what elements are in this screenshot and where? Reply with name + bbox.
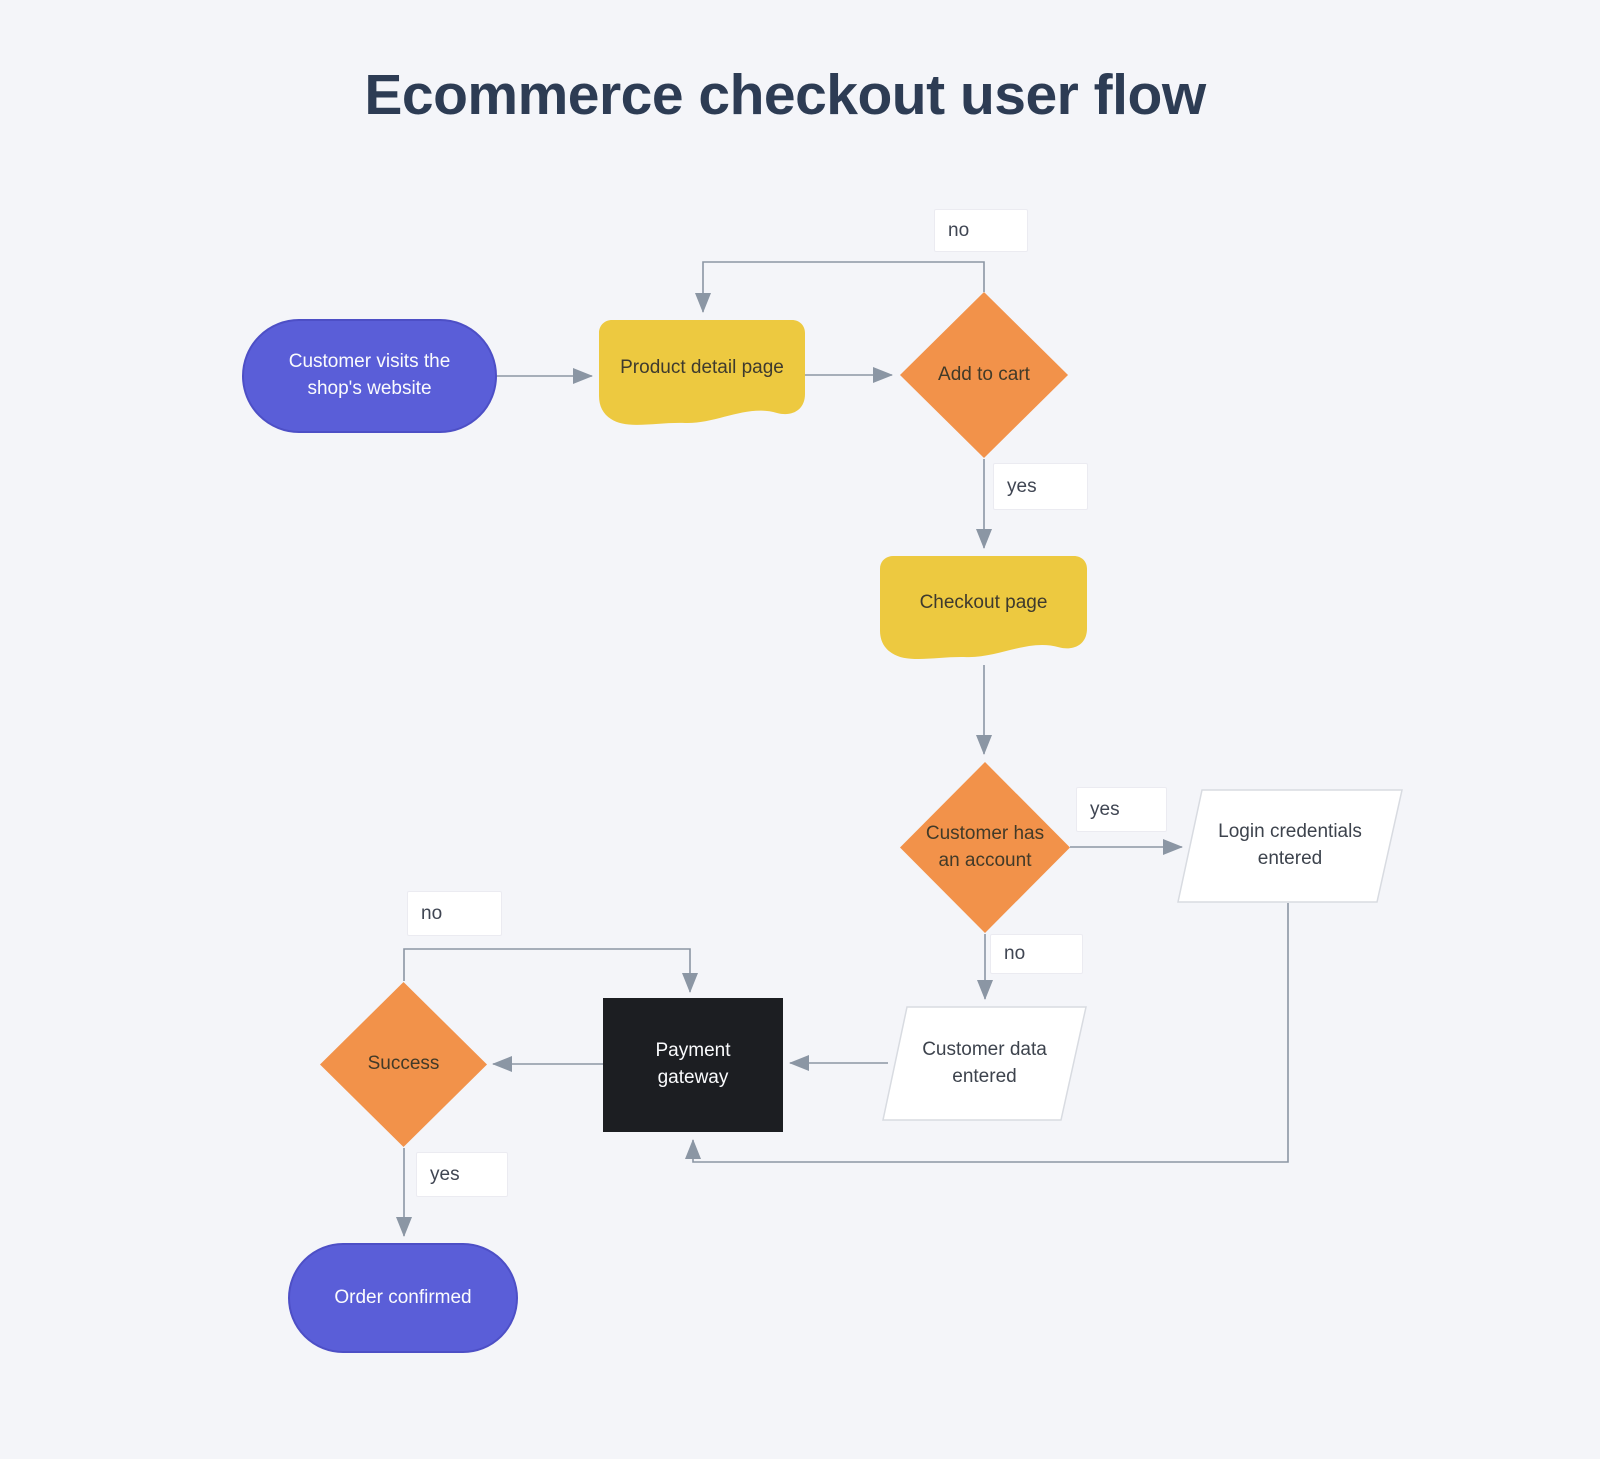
parallelogram-shape-icon bbox=[882, 1006, 1087, 1121]
node-product-detail-page-label: Product detail page bbox=[620, 356, 784, 378]
edge-success-no-loop bbox=[403, 948, 698, 993]
edge-label-has-account-yes: yes bbox=[1076, 787, 1167, 832]
document-shape-icon bbox=[880, 556, 1087, 659]
edge-label-success-no: no bbox=[407, 891, 502, 936]
edge-add-to-cart-no-loop bbox=[695, 261, 985, 313]
edge-label-has-account-no: no bbox=[990, 934, 1083, 974]
node-login-credentials-label: Login credentials entered bbox=[1218, 821, 1362, 869]
node-success-label: Success bbox=[367, 1053, 440, 1075]
node-product-detail-page: Product detail page bbox=[599, 320, 805, 430]
node-customer-data-label: Customer data entered bbox=[922, 1038, 1047, 1087]
edge-label-success-yes: yes bbox=[416, 1152, 508, 1197]
node-order-confirmed-label: Order confirmed bbox=[334, 1286, 472, 1308]
document-shape-icon bbox=[599, 320, 805, 425]
node-customer-visits: Customer visits the shop's website bbox=[242, 319, 497, 433]
node-order-confirmed: Order confirmed bbox=[288, 1243, 518, 1353]
node-checkout-page-label: Checkout page bbox=[919, 591, 1048, 613]
node-customer-has-account-label: Customer has an account bbox=[925, 822, 1045, 871]
edge-label-add-to-cart-yes: yes bbox=[993, 463, 1088, 510]
node-add-to-cart-label: Add to cart bbox=[938, 363, 1030, 385]
edge-login-to-gateway-loop bbox=[685, 903, 1289, 1163]
node-login-credentials: Login credentials entered bbox=[1177, 789, 1403, 903]
node-customer-data: Customer data entered bbox=[882, 1006, 1087, 1121]
node-payment-gateway: Payment gateway bbox=[603, 998, 783, 1132]
page-title: Ecommerce checkout user flow bbox=[364, 63, 1206, 127]
node-payment-gateway-label: Payment gateway bbox=[655, 1040, 731, 1088]
edge-label-add-to-cart-no: no bbox=[934, 209, 1028, 252]
node-customer-visits-label: Customer visits the shop's website bbox=[288, 351, 451, 399]
node-checkout-page: Checkout page bbox=[880, 556, 1087, 664]
parallelogram-shape-icon bbox=[1177, 789, 1403, 903]
